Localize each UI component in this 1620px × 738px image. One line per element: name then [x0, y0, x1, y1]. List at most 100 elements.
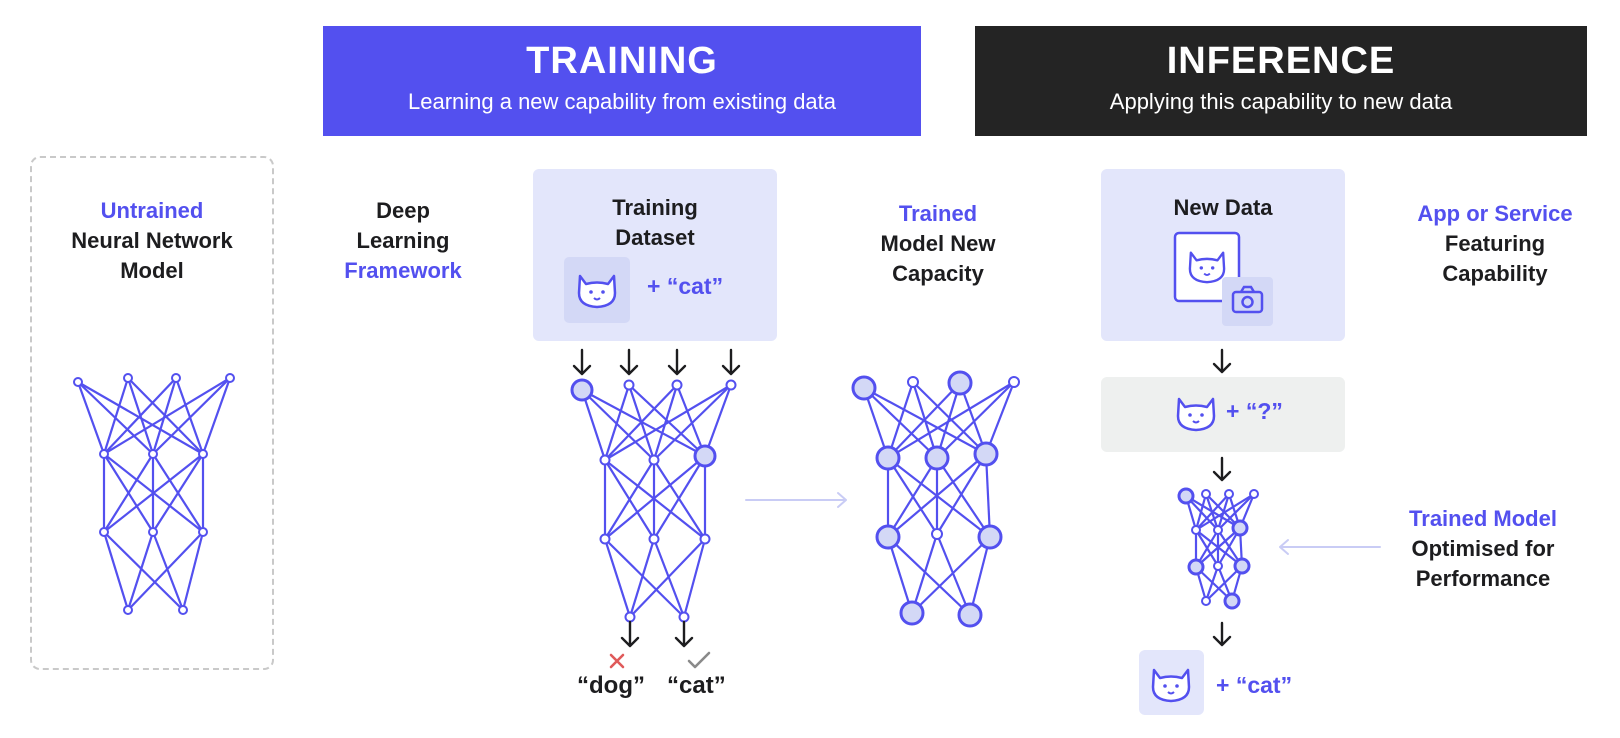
network-node — [907, 376, 919, 388]
network-edge — [653, 384, 732, 461]
network-node — [171, 373, 181, 383]
cat-face-icon — [1151, 668, 1191, 703]
untrained-model-box — [30, 156, 274, 670]
network-node — [1201, 489, 1211, 499]
network-node — [1177, 487, 1195, 505]
network-node — [570, 378, 594, 402]
network-node — [1213, 525, 1223, 535]
down-arrow-icon — [1212, 348, 1232, 374]
down-arrow-icon — [1212, 456, 1232, 482]
network-node — [148, 527, 158, 537]
app-label-accent: App or Service — [1417, 201, 1573, 226]
network-node — [1231, 519, 1249, 537]
network-node — [931, 528, 943, 540]
network-edge — [603, 384, 631, 461]
network-edge — [604, 459, 655, 540]
untrained-label: Untrained Neural Network Model — [30, 196, 274, 286]
network-edge — [127, 531, 204, 611]
down-arrow-icon — [674, 620, 694, 648]
network-edge — [911, 536, 991, 614]
query-tag: + “?” — [1226, 398, 1283, 424]
optimised-label-line2: Performance — [1415, 566, 1551, 591]
network-edge — [604, 538, 685, 618]
network-edge — [603, 538, 632, 618]
network-node — [1249, 489, 1259, 499]
network-edge — [76, 381, 106, 455]
network-node — [599, 533, 611, 545]
framework-label-line2: Learning — [356, 228, 450, 253]
training-title: TRAINING — [526, 40, 718, 82]
network-edge — [103, 531, 184, 611]
training-subtitle: Learning a new capability from existing … — [407, 89, 837, 114]
network-edge — [152, 377, 231, 455]
network-node — [178, 605, 188, 615]
network-edge — [181, 531, 205, 611]
app-label-line2: Capability — [1442, 261, 1548, 286]
network-edge — [102, 531, 130, 611]
training-dataset-title: Training Dataset — [533, 193, 777, 253]
network-node — [198, 449, 208, 459]
network-node — [899, 600, 925, 626]
network-edge — [935, 533, 972, 616]
network-edge — [653, 455, 706, 540]
network-edge — [887, 453, 987, 538]
network-edge — [936, 381, 1015, 459]
network-edge — [887, 382, 961, 459]
trained-label-line1: Model New — [880, 231, 996, 256]
right-arrow-icon — [745, 492, 847, 508]
network-edge — [103, 377, 231, 455]
left-arrow-icon — [1279, 539, 1381, 555]
network-edge — [652, 384, 679, 461]
trained-label-accent: Trained — [898, 201, 978, 226]
network-node — [973, 441, 999, 467]
trained-label: Trained Model New Capacity — [854, 199, 1022, 289]
network-edge — [201, 377, 232, 455]
training-network — [570, 378, 737, 623]
network-edge — [103, 377, 177, 455]
network-node — [1223, 592, 1241, 610]
network-edge — [682, 538, 707, 618]
framework-label: Deep Learning Framework — [318, 196, 488, 286]
network-edge — [151, 531, 185, 611]
network-edge — [103, 453, 154, 533]
network-edge — [1195, 527, 1241, 568]
network-node — [947, 370, 973, 396]
network-edge — [887, 381, 1015, 459]
network-node — [624, 611, 636, 623]
network-edge — [886, 381, 915, 459]
network-node — [123, 373, 133, 383]
network-node — [875, 445, 901, 471]
network-node — [851, 375, 877, 401]
network-node — [1191, 525, 1201, 535]
network-node — [225, 373, 235, 383]
network-edge — [984, 453, 992, 538]
training-dataset-title-line1: Training — [612, 195, 698, 220]
optimised-network — [1177, 487, 1259, 610]
untrained-label-accent: Untrained — [100, 198, 204, 223]
network-edge — [968, 536, 992, 616]
trained-label-line2: Capacity — [892, 261, 984, 286]
network-node — [648, 533, 660, 545]
network-node — [1201, 596, 1211, 606]
untrained-label-line2: Model — [120, 258, 184, 283]
network-node — [648, 454, 660, 466]
network-edge — [887, 457, 938, 538]
query-panel — [1101, 377, 1345, 452]
untrained-network — [73, 373, 235, 615]
network-edge — [1195, 493, 1255, 531]
network-node — [73, 377, 83, 387]
network-node — [1233, 557, 1251, 575]
network-edge — [174, 377, 205, 455]
network-edge — [886, 536, 914, 614]
network-node — [957, 602, 983, 628]
training-dataset-title-line2: Dataset — [615, 225, 695, 250]
network-edge — [581, 389, 706, 457]
network-edge — [152, 453, 204, 533]
down-arrow-icon — [1212, 621, 1232, 647]
network-node — [725, 379, 737, 391]
network-node — [599, 454, 611, 466]
cat-face-icon — [1188, 251, 1226, 284]
network-edge — [604, 384, 678, 461]
network-node — [123, 605, 133, 615]
